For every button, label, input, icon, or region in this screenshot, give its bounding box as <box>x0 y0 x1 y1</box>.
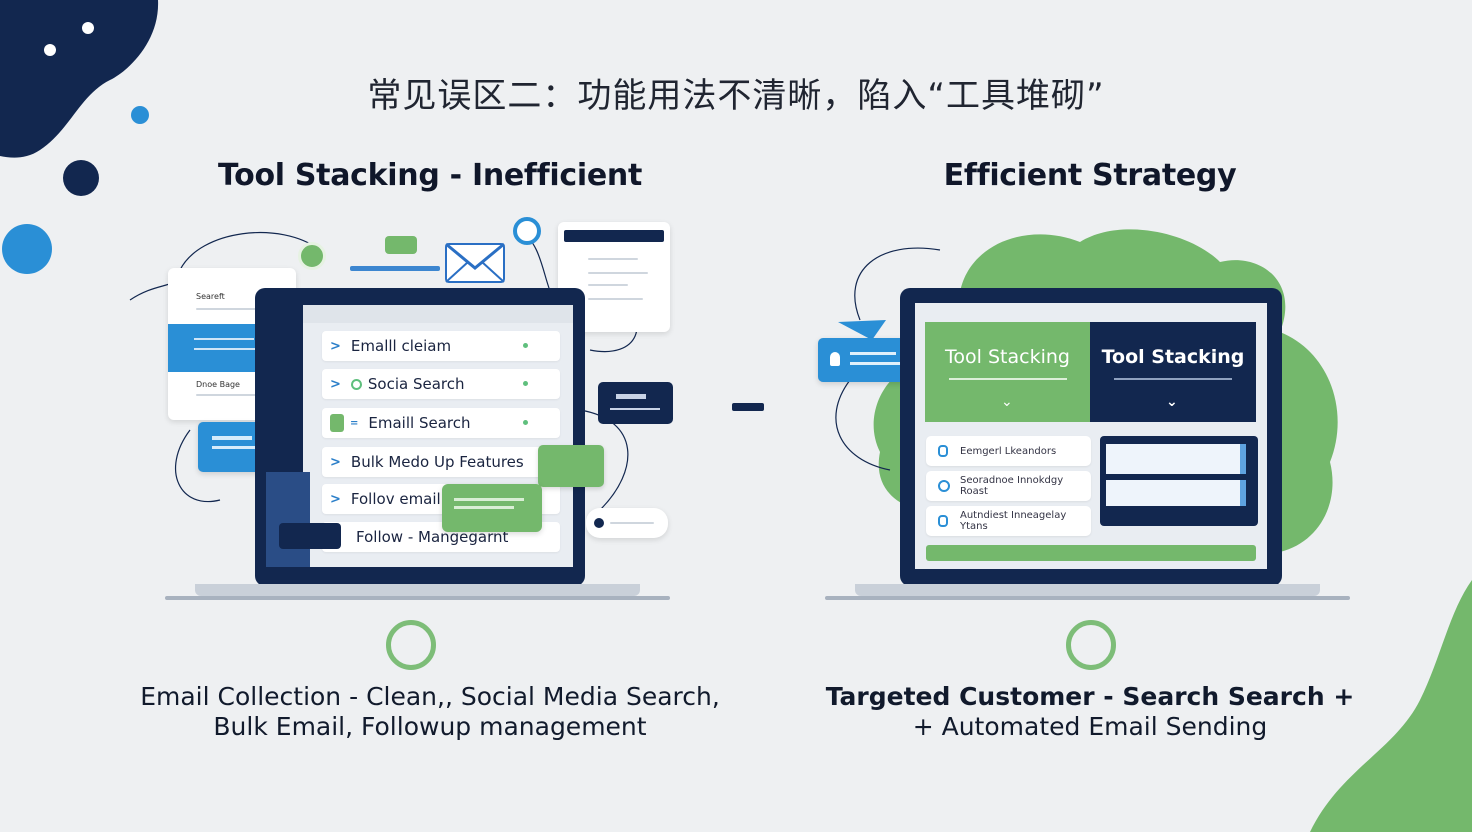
chevron-right-icon: > <box>330 338 341 354</box>
blue-dot-large <box>2 224 52 274</box>
right-caption-line: Targeted Customer - Search Search + <box>825 682 1355 711</box>
list-item-label: Autndiest Inneagelay Ytans <box>960 510 1067 532</box>
side-card-label: Seareft <box>196 292 225 301</box>
right-status-ring <box>1066 620 1116 670</box>
navy-strategy-panel: Tool Stacking ⌄ <box>1090 322 1256 422</box>
floating-pill-right <box>586 508 668 538</box>
right-caption: Targeted Customer - Search Search + + Au… <box>820 682 1360 742</box>
link-icon <box>938 515 948 527</box>
chat-bubble-icon <box>298 242 326 270</box>
paper-plane-icon <box>838 320 886 340</box>
wire-lines-right <box>835 247 941 471</box>
blue-chat-card <box>818 338 914 382</box>
user-icon <box>830 352 840 366</box>
green-strategy-panel: Tool Stacking ⌄ <box>925 322 1090 422</box>
chevron-right-icon: = <box>350 417 359 429</box>
right-laptop-shadow <box>825 596 1350 600</box>
envelope-icon <box>445 242 505 283</box>
chevron-right-icon: > <box>330 454 341 470</box>
green-tag-icon <box>385 236 417 254</box>
connector-bar <box>350 266 440 271</box>
left-status-ring <box>386 620 436 670</box>
chevron-down-icon: ⌄ <box>1001 394 1013 410</box>
right-laptop-base <box>855 584 1320 596</box>
strategy-list-item[interactable]: Eemgerl Lkeandors <box>926 436 1091 466</box>
menu-item-label: Follov email <box>350 490 441 508</box>
menu-item-bulk-features[interactable]: > Bulk Medo Up Features <box>322 447 560 477</box>
list-item-label: Seoradnoe Innokdgy Roast <box>960 475 1064 497</box>
menu-item-label: Socia Search <box>367 375 465 393</box>
menu-item-label: Bulk Medo Up Features <box>350 453 524 471</box>
results-panel <box>1100 436 1258 526</box>
top-left-blob-decoration <box>0 0 159 158</box>
green-progress-bar <box>926 545 1256 561</box>
menu-item-email-clean[interactable]: > Emalll cleiam <box>322 331 560 361</box>
menu-item-label: Emalll cleiam <box>350 337 452 355</box>
menu-item-email-search[interactable]: = Emaill Search <box>322 408 560 438</box>
left-laptop-base <box>195 584 640 596</box>
right-caption-line: + Automated Email Sending <box>912 712 1268 741</box>
list-item-label: Eemgerl Lkeandors <box>960 445 1057 457</box>
link-icon <box>938 445 948 457</box>
chevron-right-icon: > <box>330 491 341 507</box>
left-caption-line: Email Collection - Clean,, Social Media … <box>140 682 720 711</box>
left-laptop-panel <box>266 472 310 567</box>
bottom-right-blob-decoration <box>1310 580 1472 832</box>
menu-item-label: Follow - Mangegarnt <box>356 528 509 546</box>
location-ring-icon <box>513 217 541 245</box>
navy-dot <box>63 160 99 196</box>
navy-chip-left <box>279 523 341 549</box>
left-caption: Email Collection - Clean,, Social Media … <box>130 682 730 742</box>
page-title: 常见误区二：功能用法不清晰，陷入“工具堆砌” <box>367 76 1105 116</box>
menu-item-label: Emaill Search <box>368 414 471 432</box>
blue-dot-small <box>131 106 149 124</box>
green-overlay-card-small <box>538 445 604 487</box>
green-overlay-card-large <box>442 484 542 532</box>
menu-item-social-search[interactable]: > Socia Search <box>322 369 560 399</box>
green-panel-title: Tool Stacking <box>945 346 1070 368</box>
circle-icon <box>938 480 950 492</box>
chevron-right-icon: > <box>330 376 341 392</box>
left-caption-line: Bulk Email, Followup management <box>213 712 647 741</box>
navy-message-card <box>598 382 673 424</box>
list-icon <box>330 414 344 432</box>
left-section-heading: Tool Stacking - Inefficient <box>217 158 643 193</box>
left-laptop-shadow <box>165 596 670 600</box>
right-section-heading: Efficient Strategy <box>943 158 1237 193</box>
search-icon <box>350 378 362 390</box>
separator-dash <box>732 403 764 411</box>
side-card-label: Dnoe Bage <box>196 380 240 389</box>
left-laptop-toolbar <box>303 305 573 323</box>
strategy-list-item[interactable]: Autndiest Inneagelay Ytans <box>926 506 1091 536</box>
chevron-down-icon: ⌄ <box>1166 394 1178 410</box>
strategy-list-item[interactable]: Seoradnoe Innokdgy Roast <box>926 471 1091 501</box>
navy-panel-title: Tool Stacking <box>1101 346 1245 368</box>
